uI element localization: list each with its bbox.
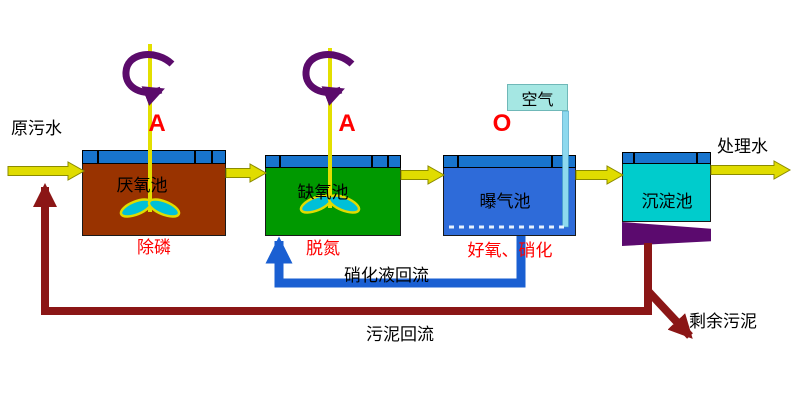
function-label-phosphorus-removal: 除磷 — [137, 238, 171, 257]
influent-label: 原污水 — [11, 119, 62, 138]
settling-tank — [622, 152, 711, 246]
flow-arrow-anaerobic-to-anoxic — [225, 163, 268, 183]
cover-divider — [457, 156, 460, 167]
flow-arrow-aeration-to-settling — [575, 165, 625, 185]
cover-divider — [193, 151, 196, 163]
cover-divider — [633, 153, 636, 163]
stage-label-anoxic: A — [338, 110, 356, 137]
nitrate-recycle-label: 硝化液回流 — [344, 266, 429, 285]
anoxic-tank-label: 缺氧池 — [297, 183, 349, 202]
cover-divider — [370, 156, 373, 167]
anoxic-tank-cover — [265, 155, 401, 168]
influent-flow-arrow — [7, 161, 86, 181]
mixer-rotation-arrow-icon — [122, 51, 175, 106]
cover-divider — [551, 156, 554, 167]
cover-divider — [696, 153, 699, 163]
mixer-rotation-arrow-icon — [302, 51, 355, 106]
settling-tank-label: 沉淀池 — [641, 192, 693, 211]
settling-tank-cover — [622, 152, 711, 164]
cover-divider — [97, 151, 100, 163]
sludge-return-label: 污泥回流 — [366, 325, 434, 344]
aeration-tank-cover — [443, 155, 576, 168]
cover-divider — [210, 151, 213, 163]
flow-arrow-anoxic-to-aeration — [400, 165, 446, 185]
excess-sludge-label: 剩余污泥 — [689, 312, 757, 331]
stage-label-aeration: O — [492, 110, 512, 137]
anaerobic-tank-label: 厌氧池 — [116, 176, 168, 195]
air-label: 空气 — [521, 91, 554, 109]
aeration-tank-label: 曝气池 — [479, 192, 531, 211]
function-label-denitrification: 脱氮 — [306, 239, 340, 258]
cover-divider — [279, 156, 282, 167]
settling-sludge-hopper — [622, 222, 711, 246]
excess-sludge-arrow — [645, 288, 693, 339]
cover-divider — [386, 156, 389, 167]
effluent-flow-arrow — [710, 160, 792, 180]
anaerobic-tank-cover — [82, 150, 226, 164]
function-label-nitrification: 好氧、硝化 — [467, 241, 553, 260]
effluent-label: 处理水 — [717, 137, 768, 156]
stage-label-anaerobic: A — [148, 110, 166, 137]
air-source-box: 空气 — [507, 84, 568, 111]
